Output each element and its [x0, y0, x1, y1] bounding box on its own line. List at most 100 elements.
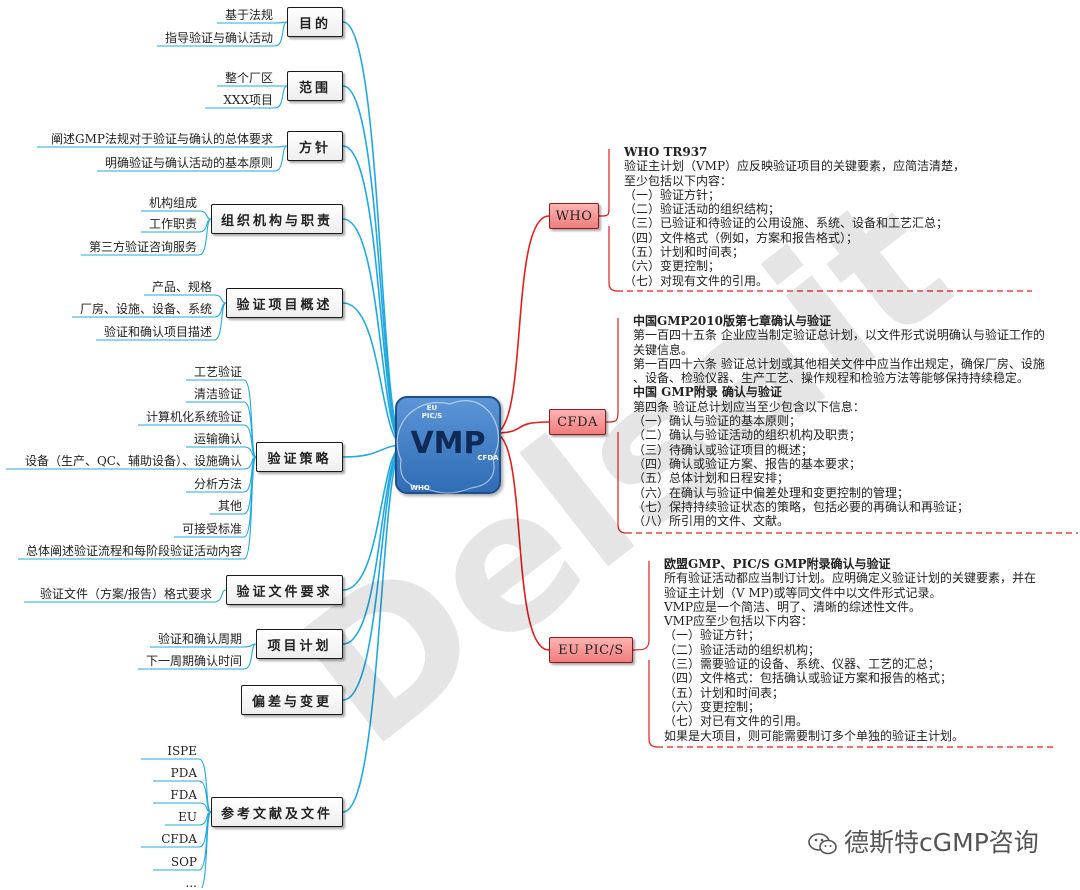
topic-2[interactable]: 方针 [287, 131, 343, 161]
subtopic-item[interactable]: 运输确认 [193, 432, 242, 446]
subtopic-link [37, 145, 288, 148]
footer-brand: 德斯特cGMP咨询 [808, 823, 1039, 859]
subtopic-item[interactable]: 验证和确认周期 [157, 632, 242, 646]
subtopic-item[interactable]: ... [185, 876, 197, 890]
branch-link [342, 85, 405, 446]
branch-link-red [493, 432, 550, 651]
text-line: （七）对现有文件的引用。 [624, 273, 769, 288]
topic-6[interactable]: 验证文件要求 [226, 575, 343, 605]
topic-8[interactable]: 偏差与变更 [241, 685, 343, 715]
subtopic-item[interactable]: FDA [170, 788, 197, 802]
subtopic-item[interactable]: EU [178, 810, 197, 824]
text-line: （七）保持持续验证状态的策略，包括必要的再确认和再验证； [633, 499, 970, 514]
subtopic-item[interactable]: 清洁验证 [193, 387, 242, 401]
subtopic-item[interactable]: 第三方验证咨询服务 [88, 240, 197, 254]
topic-0[interactable]: 目的 [287, 7, 343, 37]
subtopic-item[interactable]: 阐述GMP法规对于验证与确认的总体要求 [51, 132, 273, 146]
subtopic-item[interactable]: 验证文件（方案/报告）格式要求 [39, 587, 212, 601]
subtopic-item[interactable]: SOP [170, 855, 197, 869]
subtopic-link [138, 643, 257, 670]
topic-5[interactable]: 验证策略 [256, 442, 343, 472]
text-line: （四）文件格式：包括确认或验证方案和报告的格式； [664, 671, 953, 686]
subtopic-link [153, 802, 212, 813]
regulation-text-1: 中国GMP2010版第七章确认与验证第一百四十五条 企业应当制定验证总计划，以文… [633, 314, 1045, 528]
subtopic-item[interactable]: 设备（生产、QC、辅助设备）、设施确认 [24, 454, 242, 468]
topic-7[interactable]: 项目计划 [256, 629, 343, 659]
text-line: 中国GMP2010版第七章确认与验证 [633, 314, 831, 328]
tag-who: WHO [410, 484, 430, 492]
text-line: （一）验证方针； [664, 628, 761, 643]
subtopic-item[interactable]: 工作职责 [148, 217, 197, 231]
text-line: （七）对已有文件的引用。 [664, 714, 809, 729]
topic-3[interactable]: 组织机构与职责 [211, 204, 343, 234]
text-line: 第一百四十六条 验证总计划或其他相关文件中应当作出规定，确保厂房、设施 [633, 356, 1045, 371]
footer-text: 德斯特cGMP咨询 [844, 828, 1039, 857]
topic-9[interactable]: 参考文献及文件 [211, 797, 343, 827]
text-line: 第一百四十五条 企业应当制定验证总计划，以文件形式说明确认与验证工作的 [633, 328, 1045, 343]
subtopic-link [186, 446, 257, 458]
text-line: 如果是大项目，则可能需要制订多个单独的验证主计划。 [664, 728, 965, 743]
subtopic-item[interactable]: PDA [170, 766, 197, 780]
subtopic-item[interactable]: 总体阐述验证流程和每阶段验证活动内容 [25, 544, 242, 558]
subtopic-item[interactable]: 分析方法 [193, 477, 242, 491]
text-line: （二）验证活动的组织机构； [664, 642, 821, 657]
tag-cfda: CFDA [477, 454, 499, 462]
text-line: （六）变更控制； [624, 259, 721, 274]
topic-4[interactable]: 验证项目概述 [226, 288, 343, 318]
text-line: WHO TR937 [624, 145, 708, 159]
text-line: 关键信息。 [633, 342, 694, 357]
central-title: VMP [410, 426, 486, 461]
branch-link [342, 21, 405, 446]
regulation-topic-1[interactable]: CFDA [549, 409, 606, 435]
subtopic-item[interactable]: 工艺验证 [193, 365, 242, 379]
text-line: （四）文件格式（例如，方案和报告格式）； [624, 230, 859, 245]
text-block-bracket [632, 561, 658, 748]
subtopic-item[interactable]: 下一周期确认时间 [145, 654, 242, 668]
central-topic-vmp[interactable]: EU PIC/S CFDA WHO VMP [395, 396, 501, 494]
cloud-outline-icon [396, 400, 500, 494]
subtopic-link [144, 294, 227, 304]
subtopic-item[interactable]: 基于法规 [224, 8, 273, 22]
subtopic-item[interactable]: XXX项目 [223, 93, 273, 107]
text-line: 欧盟GMP、PIC/S GMP附录确认与验证 [664, 557, 891, 571]
text-line: （五）总体计划和日程安排； [633, 471, 790, 486]
text-line: （三）需要验证的设备、系统、仪器、工艺的汇总； [664, 657, 941, 672]
text-line: （六）变更控制； [664, 699, 761, 714]
subtopic-link [153, 780, 212, 813]
subtopic-item[interactable]: 计算机化系统验证 [145, 410, 242, 424]
subtopic-item[interactable]: 产品、规格 [151, 280, 212, 294]
regulation-topic-0[interactable]: WHO [549, 203, 599, 229]
subtopic-item[interactable]: 明确验证与确认活动的基本原则 [104, 156, 273, 170]
subtopic-item[interactable]: 其他 [217, 499, 242, 513]
subtopic-item[interactable]: 机构组成 [148, 196, 197, 210]
text-line: 第四条 验证总计划应当至少包含以下信息： [633, 399, 865, 414]
subtopic-item[interactable]: 厂房、设施、设备、系统 [79, 302, 212, 316]
subtopic-item[interactable]: CFDA [161, 832, 197, 846]
tag-eu-pics: EU PIC/S [421, 404, 443, 420]
text-block-bracket [605, 318, 627, 534]
text-line: 、设备、检验仪器、生产工艺、操作规程和检验方法等能够保持持续稳定。 [633, 371, 1030, 386]
subtopic-link [217, 21, 288, 24]
text-line: （三）已验证和待验证的公用设施、系统、设备和工艺汇总； [624, 216, 949, 231]
text-line: （一）验证方针； [624, 187, 721, 202]
subtopic-item[interactable]: 验证和确认项目描述 [103, 325, 212, 339]
branch-link-red [493, 215, 550, 434]
regulation-topic-2[interactable]: EU PIC/S [549, 637, 633, 663]
subtopic-link [96, 302, 227, 341]
subtopic-link [157, 21, 288, 47]
subtopic-item[interactable]: 整个厂区 [224, 71, 273, 85]
text-line: （一）确认与验证的基本原则； [633, 414, 802, 429]
subtopic-item[interactable]: 可接受标准 [181, 522, 242, 536]
subtopic-link [97, 145, 288, 172]
text-line: 所有验证活动都应当制订计划。应明确定义验证计划的关键要素，并在 [664, 571, 1037, 586]
text-line: （四）确认或验证方案、报告的基本要求； [633, 456, 862, 471]
text-line: （二）确认与验证活动的组织机构及职责； [633, 428, 862, 443]
text-line: （八）所引用的文件、文献。 [633, 514, 790, 529]
text-block-bracket [598, 149, 618, 292]
topic-1[interactable]: 范围 [287, 71, 343, 101]
subtopic-item[interactable]: 指导验证与确认活动 [164, 31, 273, 45]
branch-link-red [493, 421, 550, 434]
wechat-icon [808, 833, 837, 855]
subtopic-item[interactable]: ISPE [167, 744, 197, 758]
